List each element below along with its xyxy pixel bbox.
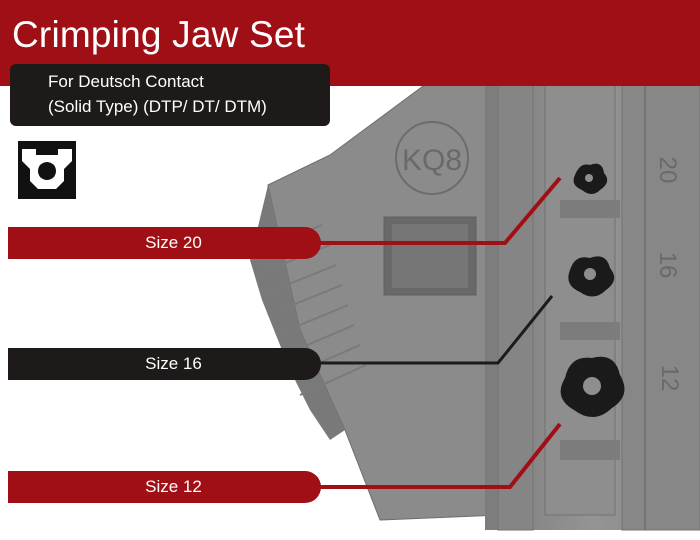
size-20-label: Size 20 [8, 227, 321, 259]
jaw-die-steps [560, 200, 620, 460]
jaw-left-rail [497, 49, 534, 531]
subtitle-line-2: (Solid Type) (DTP/ DT/ DTM) [48, 97, 267, 116]
size-16-label: Size 16 [8, 348, 321, 380]
size-12-label: Size 12 [8, 471, 321, 503]
size-12-text: Size 12 [145, 477, 202, 496]
jaw-marking-circle [395, 121, 469, 195]
callout-line-size-16 [318, 295, 554, 365]
size-20-text: Size 20 [145, 233, 202, 252]
crimp-profile-icon [18, 141, 76, 199]
crimp-cavity-centers [583, 174, 601, 395]
subtitle-box: For Deutsch Contact (Solid Type) (DTP/ D… [10, 64, 330, 126]
jaw-marking-text: KQ8 [402, 144, 462, 177]
callout-line-size-12 [318, 422, 562, 489]
die-number-20: 20 [654, 157, 681, 184]
jaw-arm-slot-inner [392, 224, 468, 288]
die-number-16: 16 [654, 252, 681, 279]
subtitle-line-1: For Deutsch Contact [48, 72, 204, 91]
page-title: Crimping Jaw Set [12, 14, 306, 55]
callout-line-size-20 [318, 176, 562, 245]
jaw-right-rail [621, 49, 700, 531]
size-16-text: Size 16 [145, 354, 202, 373]
die-number-12: 12 [656, 365, 683, 392]
